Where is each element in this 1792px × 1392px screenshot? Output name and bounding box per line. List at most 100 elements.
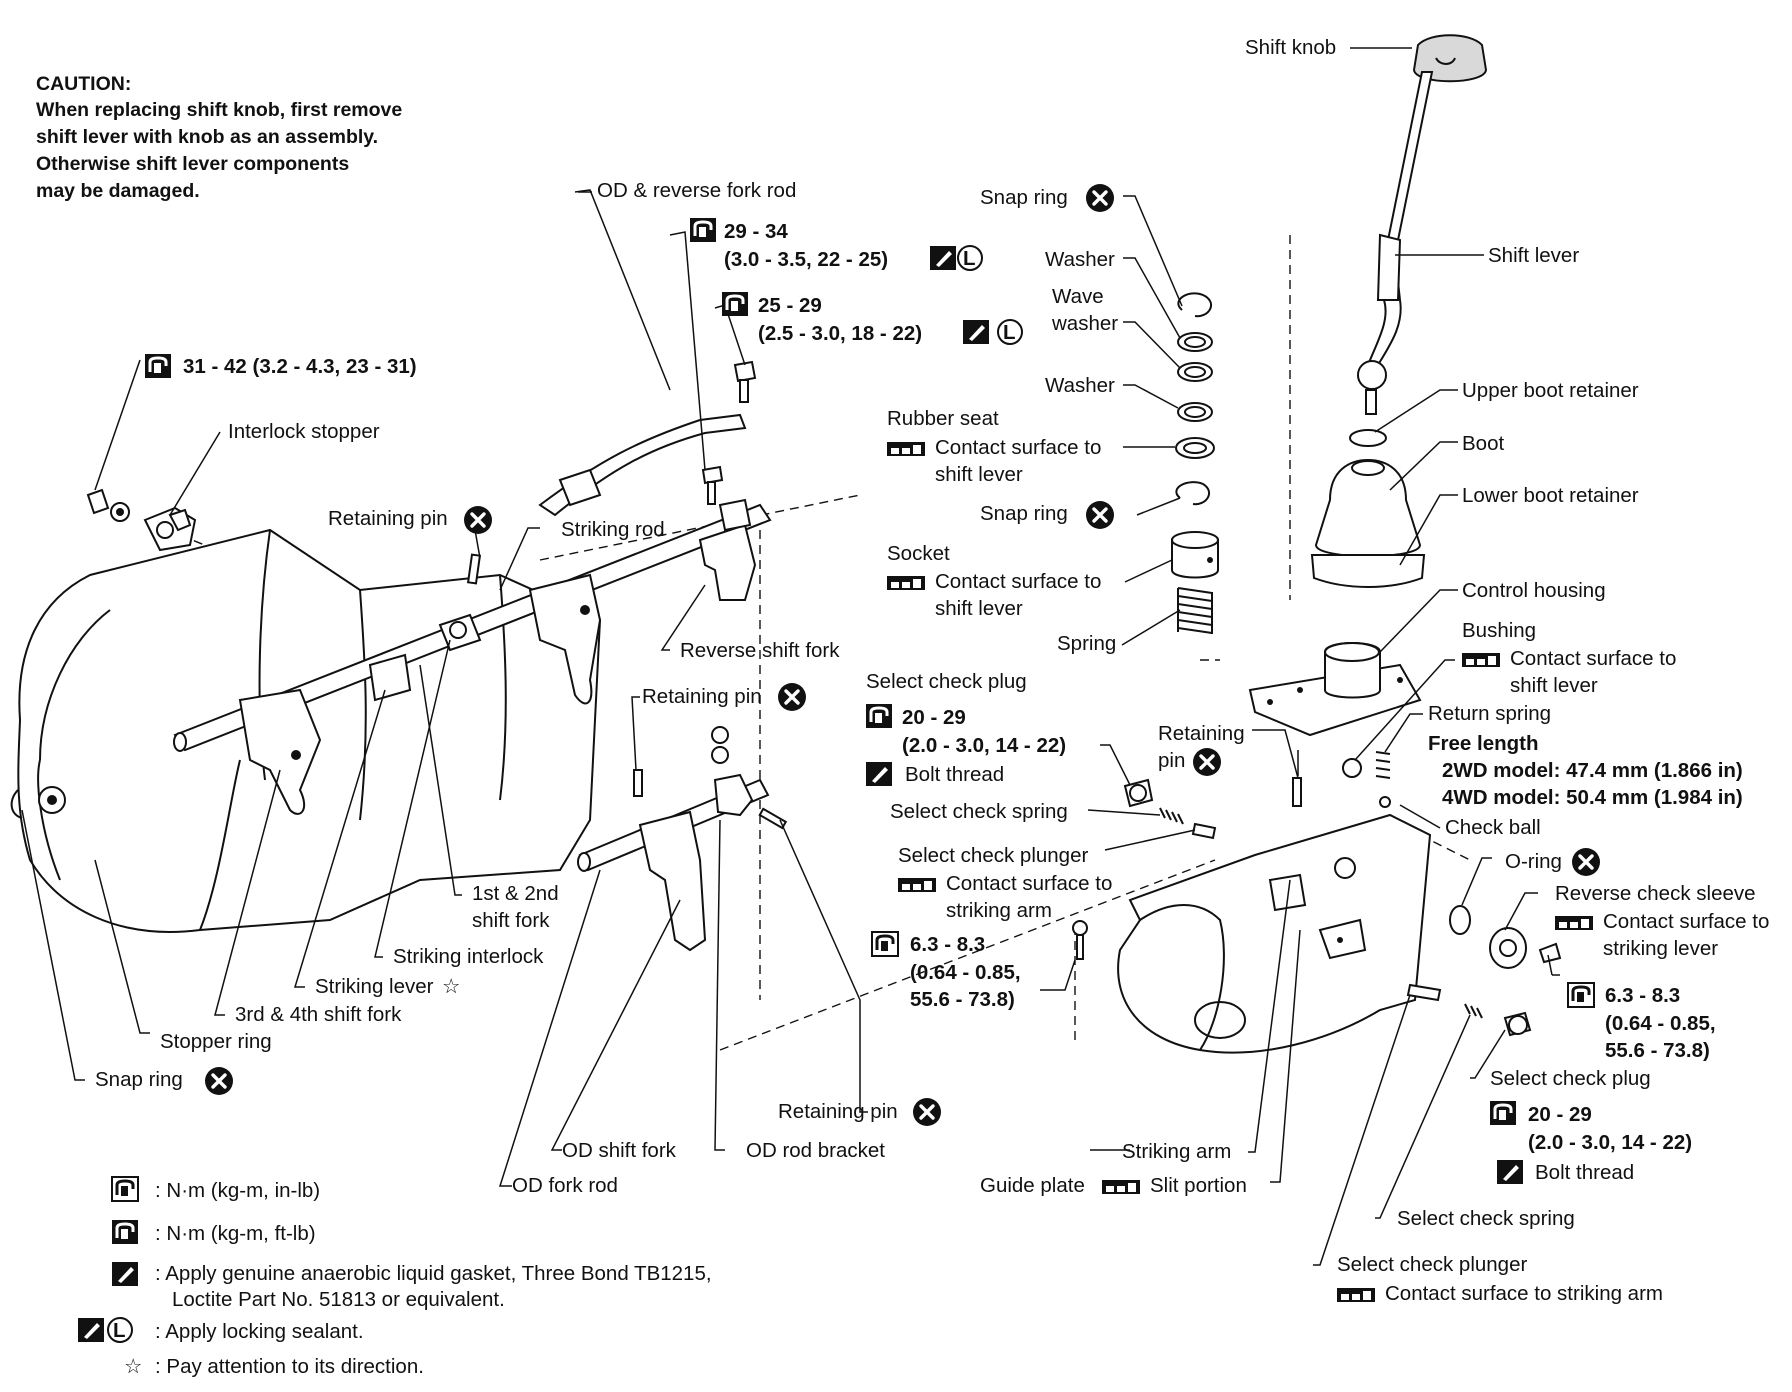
replace-x-icon [203, 1065, 235, 1097]
snap-ring [1177, 292, 1212, 318]
label-shift-fork: shift fork [472, 909, 550, 932]
lower-boot-retainer [1310, 554, 1426, 588]
wave-washer [1177, 362, 1213, 382]
label-contact-surface: striking lever [1603, 937, 1718, 960]
label-free-length: Free length [1428, 732, 1539, 755]
select-check-plunger [1406, 983, 1442, 1002]
label-select-check-spring: Select check spring [1397, 1207, 1575, 1230]
label-return-spring: Return spring [1428, 702, 1551, 725]
od-rod-bracket [711, 726, 754, 817]
interlock-stopper [143, 506, 197, 552]
label-contact-surface: Contact surface to [1603, 910, 1769, 933]
caution-line: When replacing shift knob, first remove [36, 99, 402, 121]
retaining-pin [1292, 777, 1302, 807]
label-torque: 6.3 - 8.3 [1605, 984, 1680, 1007]
boot [1314, 458, 1422, 558]
label-slit-portion: Slit portion [1150, 1174, 1247, 1197]
label-torque-sub: (2.0 - 3.0, 14 - 22) [902, 734, 1066, 757]
select-check-spring [1464, 1003, 1483, 1019]
label-contact-surface: shift lever [935, 597, 1023, 620]
legend-text: : N·m (kg-m, in-lb) [155, 1179, 320, 1202]
label-control-housing: Control housing [1462, 579, 1606, 602]
label-guide-plate: Guide plate [980, 1174, 1085, 1197]
label-retaining-pin: Retaining pin [778, 1100, 898, 1123]
label-stopper-ring: Stopper ring [160, 1030, 272, 1053]
label-select-check-plunger: Select check plunger [898, 844, 1088, 867]
label-select-check-plug: Select check plug [1490, 1067, 1651, 1090]
label-interlock-stopper: Interlock stopper [228, 420, 380, 443]
label-torque-sub: (3.0 - 3.5, 22 - 25) [724, 248, 888, 271]
replace-x-icon [776, 681, 808, 713]
label-od-fork-rod: OD fork rod [512, 1174, 618, 1197]
label-washer: washer [1051, 312, 1118, 335]
replace-x-icon [911, 1096, 943, 1128]
label-bolt-thread: Bolt thread [1535, 1161, 1634, 1184]
striking-lever [368, 653, 412, 702]
label-striking-lever: Striking lever [315, 975, 434, 998]
label-striking-rod: Striking rod [561, 518, 665, 541]
label-pin: pin [1158, 749, 1185, 772]
label-torque-sub: 55.6 - 73.8) [1605, 1039, 1710, 1062]
label-torque-sub: (0.64 - 0.85, [1605, 1012, 1716, 1035]
label-torque-sub: (0.64 - 0.85, [910, 961, 1021, 984]
label-torque: 20 - 29 [902, 706, 966, 729]
label-striking-arm: Striking arm [1122, 1140, 1231, 1163]
label-4wd-model: 4WD model: 50.4 mm (1.984 in) [1442, 786, 1743, 809]
label-snap-ring: Snap ring [980, 186, 1068, 209]
label-check-ball: Check ball [1445, 816, 1541, 839]
label-retaining: Retaining [1158, 722, 1245, 745]
legend-text: : N·m (kg-m, ft-lb) [155, 1222, 316, 1245]
legend: : N·m (kg-m, in-lb) : N·m (kg-m, ft-lb) … [78, 1175, 712, 1378]
label-striking-interlock: Striking interlock [393, 945, 544, 968]
bolt [1072, 920, 1088, 960]
replace-x-icon [1084, 182, 1116, 214]
legend-text: : Apply locking sealant. [155, 1320, 364, 1343]
label-lower-boot-retainer: Lower boot retainer [1462, 484, 1639, 507]
od-reverse-fork-rod [538, 413, 747, 517]
label-contact-surface: Contact surface to striking arm [1385, 1282, 1663, 1305]
washer [1177, 332, 1213, 352]
select-check-plug [1503, 1011, 1532, 1037]
star-icon: ☆ [124, 1355, 142, 1378]
rubber-seat [1175, 437, 1215, 459]
label-reverse-check-sleeve: Reverse check sleeve [1555, 882, 1756, 905]
label-rubber-seat: Rubber seat [887, 407, 999, 430]
label-shift-knob: Shift knob [1245, 36, 1336, 59]
guide-dashed-line [179, 235, 1471, 1051]
label-retaining-pin: Retaining pin [328, 507, 448, 530]
caution-line: may be damaged. [36, 180, 200, 202]
label-bushing: Bushing [1462, 619, 1536, 642]
label-torque-sub: 55.6 - 73.8) [910, 988, 1015, 1011]
caution-heading: CAUTION: [36, 73, 131, 95]
check-ball [1379, 796, 1391, 808]
label-torque-sub: (2.5 - 3.0, 18 - 22) [758, 322, 922, 345]
select-check-spring [1159, 807, 1184, 825]
label-select-check-spring: Select check spring [890, 800, 1068, 823]
label-snap-ring: Snap ring [980, 502, 1068, 525]
caution-line: Otherwise shift lever components [36, 153, 349, 175]
label-contact-surface: Contact surface to [935, 570, 1101, 593]
label-torque: 29 - 34 [724, 220, 788, 243]
bolt [701, 360, 757, 505]
label-contact-surface: Contact surface to [946, 872, 1112, 895]
label-torque: 20 - 29 [1528, 1103, 1592, 1126]
label-spring: Spring [1057, 632, 1116, 655]
label-snap-ring: Snap ring [95, 1068, 183, 1091]
label-contact-surface: Contact surface to [1510, 647, 1676, 670]
first-second-shift-fork [528, 573, 602, 705]
shift-lever [1357, 71, 1434, 415]
extension-housing [1117, 813, 1432, 1054]
o-ring [1449, 905, 1471, 935]
third-fourth-shift-fork [238, 688, 322, 815]
locking-icon: L [963, 247, 976, 270]
label-od-rod-bracket: OD rod bracket [746, 1139, 885, 1162]
label-torque: 6.3 - 8.3 [910, 933, 985, 956]
select-check-plunger [1191, 822, 1217, 840]
upper-boot-retainer [1349, 429, 1387, 447]
reverse-check-sleeve [1489, 927, 1562, 969]
spring [1177, 587, 1213, 634]
label-first-second-shift-fork: 1st & 2nd [472, 882, 559, 905]
caution-line: shift lever with knob as an assembly. [36, 126, 378, 148]
label-reverse-shift-fork: Reverse shift fork [680, 639, 840, 662]
